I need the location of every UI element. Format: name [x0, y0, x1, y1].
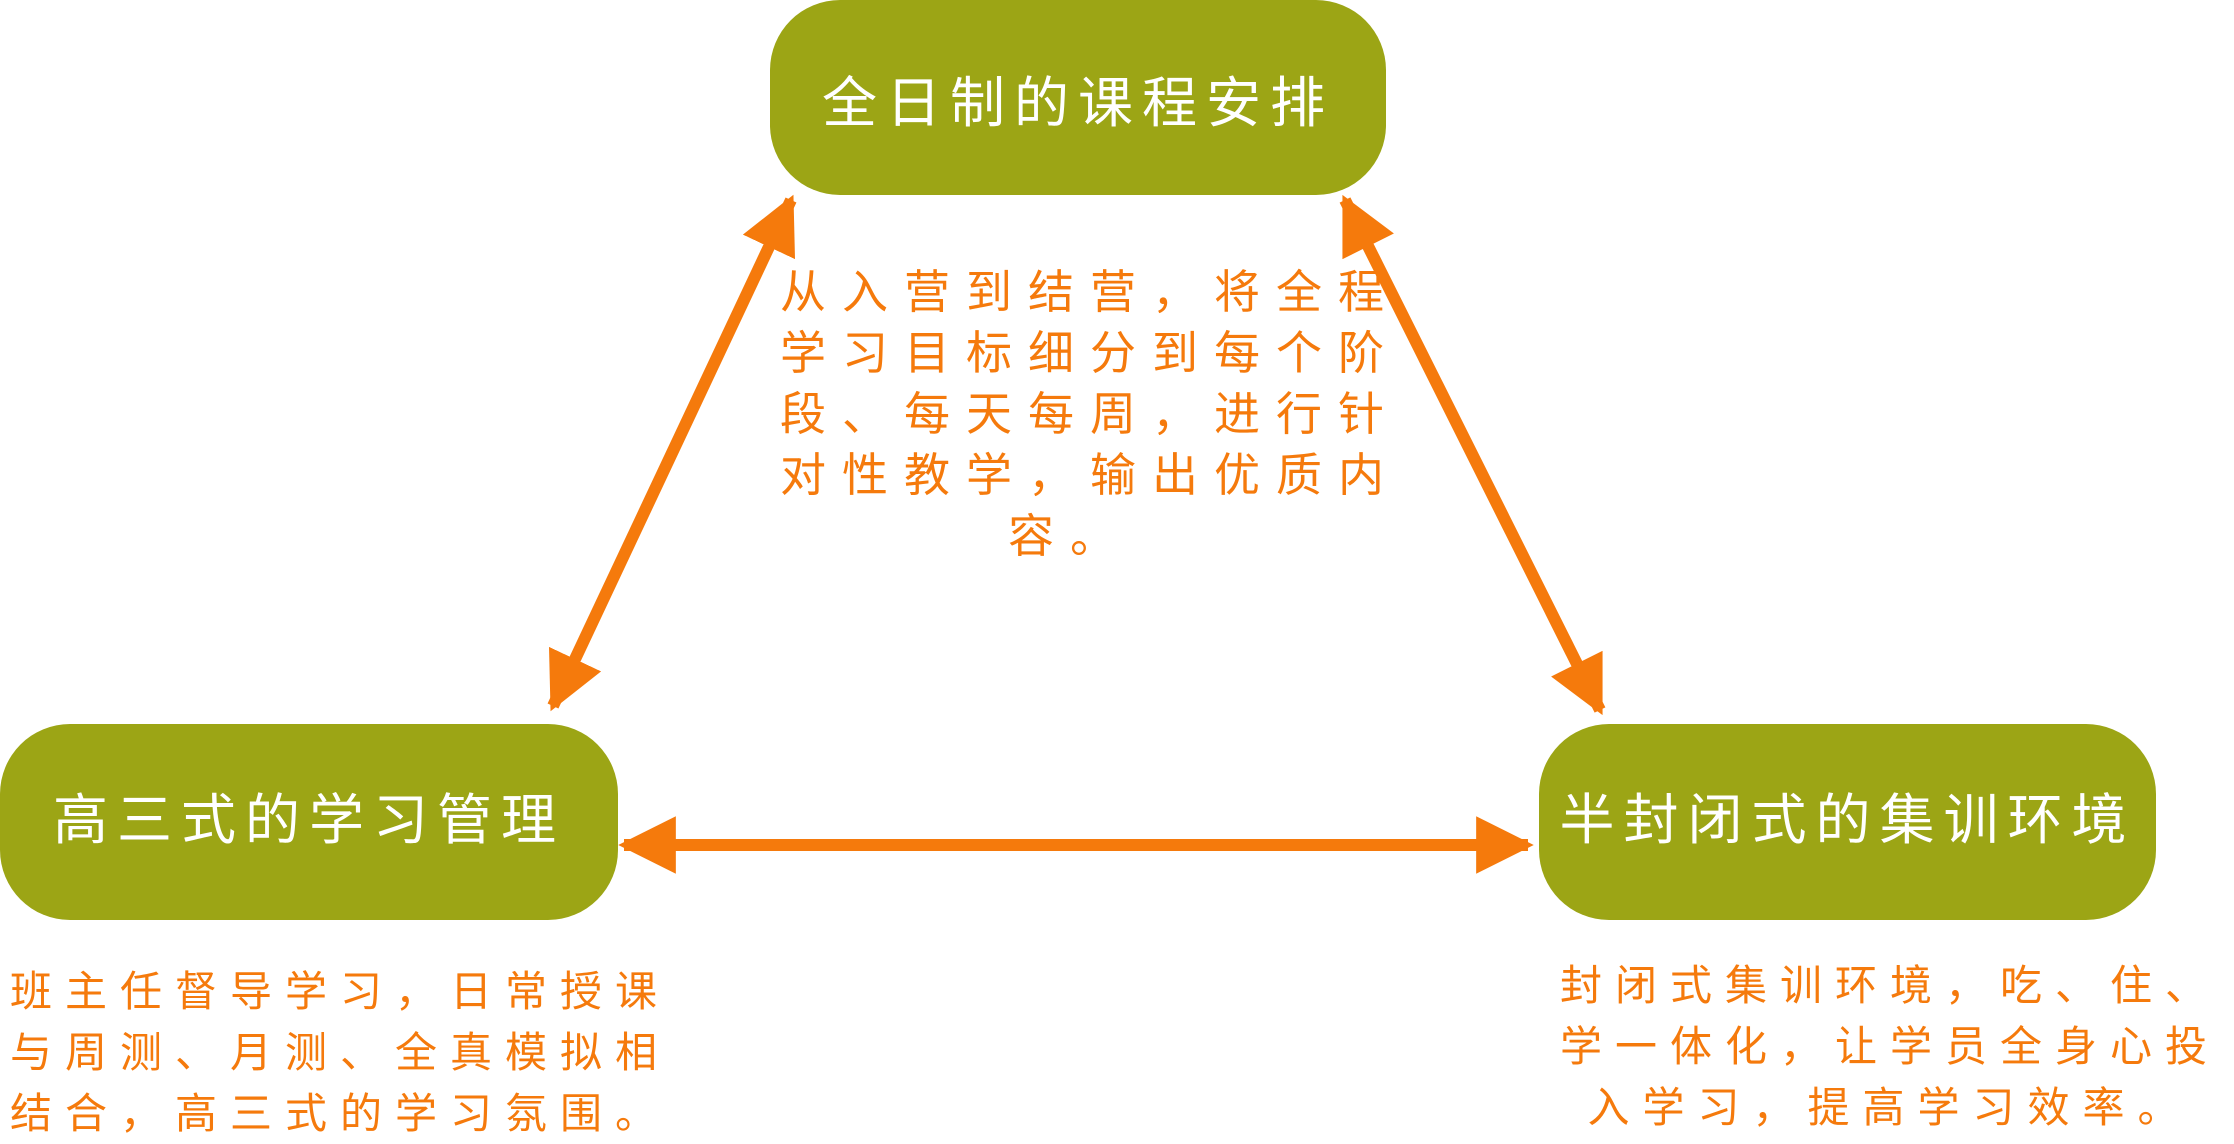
description-line: 学习目标细分到每个阶 — [780, 326, 1400, 380]
description-line: 对性教学，输出优质内 — [780, 448, 1400, 502]
node-left-title: 高三式的学习管理 — [52, 788, 565, 852]
arrow-top-right — [1339, 194, 1606, 716]
node-left-description: 班主任督导学习，日常授课 与周测、月测、全真模拟相 结合，高三式的学习氛围。 — [10, 961, 700, 1144]
description-line: 结合，高三式的学习氛围。 — [10, 1089, 671, 1138]
node-top: 全日制的课程安排 — [770, 0, 1386, 195]
description-line: 封闭式集训环境，吃、住、 — [1559, 961, 2220, 1010]
node-right-description: 封闭式集训环境，吃、住、 学一体化，让学员全身心投 入学习，提高学习效率。 — [1550, 955, 2230, 1138]
description-line: 班主任督导学习，日常授课 — [10, 967, 671, 1016]
description-line: 段、每天每周，进行针 — [780, 387, 1400, 441]
node-right: 半封闭式的集训环境 — [1539, 724, 2156, 920]
node-top-description: 从入营到结营，将全程 学习目标细分到每个阶 段、每天每周，进行针 对性教学，输出… — [780, 262, 1400, 567]
node-top-title: 全日制的课程安排 — [821, 70, 1334, 135]
description-line: 学一体化，让学员全身心投 — [1559, 1022, 2220, 1071]
description-line: 与周测、月测、全真模拟相 — [10, 1028, 671, 1077]
description-line: 入学习，提高学习效率。 — [1587, 1083, 2193, 1132]
description-line: 从入营到结营，将全程 — [780, 265, 1400, 319]
node-left: 高三式的学习管理 — [0, 724, 618, 920]
node-right-title: 半封闭式的集训环境 — [1559, 788, 2136, 852]
arrow-top-left — [547, 194, 797, 712]
description-line: 容。 — [1008, 509, 1132, 563]
